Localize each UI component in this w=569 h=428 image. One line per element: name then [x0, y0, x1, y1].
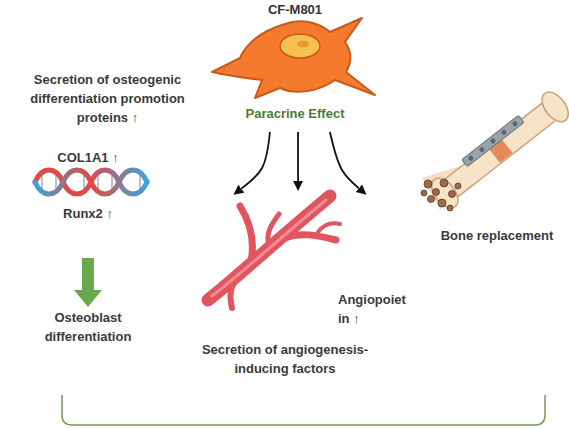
- bone-node: Bone replacement: [365, 88, 569, 253]
- cell-illustration: [212, 18, 375, 98]
- blood-vessel-illustration: [208, 196, 340, 308]
- arrow-connector: [330, 132, 359, 188]
- cell-node: CF-M801Paracrine Effect: [200, 0, 390, 132]
- cell-name: CF-M801: [200, 0, 390, 19]
- factor-label: Angiopoiet in ↑: [338, 290, 416, 328]
- secretion-label: Secretion of angiogenesis-inducing facto…: [195, 340, 375, 378]
- arrow-connector: [241, 132, 270, 189]
- vessel-node: Angiopoiet in ↑ Secretion of angiogenesis…: [195, 190, 420, 410]
- block-arrow: [82, 258, 94, 290]
- outcome-label: Osteoblast differentiation: [28, 308, 148, 346]
- gene-node: COL1A1 ↑ Runx2 ↑: [20, 142, 235, 258]
- outcome-node: Osteoblast differentiation: [28, 306, 148, 350]
- bone-illustration: [421, 87, 569, 212]
- gene-label: COL1A1 ↑: [38, 148, 138, 167]
- bracket-line: [62, 395, 545, 425]
- secretion-label: Secretion of osteogenic differentiation …: [5, 70, 210, 127]
- outcome-label: Bone replacement: [425, 226, 569, 245]
- effect-label: Paracrine Effect: [200, 104, 390, 123]
- gene-label: Runx2 ↑: [38, 204, 138, 223]
- dna-illustration: [35, 170, 147, 194]
- arrow-connector: [297, 132, 299, 181]
